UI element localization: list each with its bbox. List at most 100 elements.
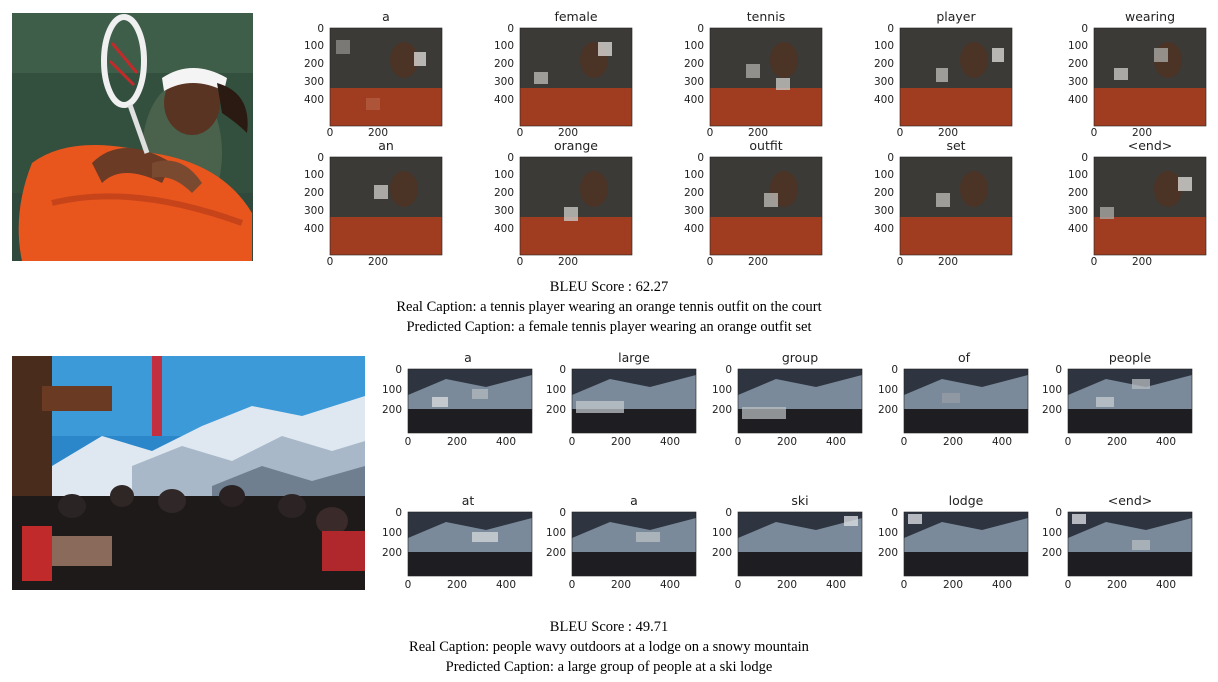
attention-panel: a 0 100 200 0 200 400: [540, 492, 700, 596]
y-tick: 300: [1068, 76, 1088, 88]
tennis-photo: [12, 13, 253, 261]
x-tick: 0: [901, 436, 908, 448]
panel-word: an: [378, 138, 394, 153]
attention-panel: ski 0 100 200 0 200 400: [706, 492, 866, 596]
x-tick: 200: [943, 436, 963, 448]
x-tick: 0: [569, 436, 576, 448]
bleu-score: BLEU Score : 49.71: [549, 619, 669, 635]
attention-panel: large 0 100 200 0 200 400: [540, 349, 700, 453]
y-tick: 100: [1068, 40, 1088, 52]
x-tick: 0: [897, 256, 904, 268]
y-tick: 0: [725, 364, 732, 376]
y-tick: 0: [891, 364, 898, 376]
y-tick: 100: [878, 384, 898, 396]
y-tick: 400: [874, 223, 894, 235]
panel-word: ski: [791, 493, 808, 508]
y-tick: 300: [494, 205, 514, 217]
y-tick: 200: [878, 404, 898, 416]
attention-panel: <end> 0 100 200 0 200 400: [1036, 492, 1196, 596]
y-tick: 300: [684, 76, 704, 88]
y-tick: 400: [494, 94, 514, 106]
ski-lodge-photo: [12, 356, 365, 590]
x-tick: 200: [558, 256, 578, 268]
bleu-score: BLEU Score : 62.27: [549, 279, 669, 295]
y-tick: 400: [874, 94, 894, 106]
x-tick: 400: [1156, 579, 1176, 591]
attention-panel: orange 0 100 200 300 400 0 200: [486, 137, 642, 268]
attention-panel: at 0 100 200 0 200 400: [376, 492, 536, 596]
y-tick: 200: [874, 58, 894, 70]
x-tick: 0: [405, 436, 412, 448]
x-tick: 200: [938, 127, 958, 139]
y-tick: 100: [684, 40, 704, 52]
y-tick: 0: [1055, 364, 1062, 376]
y-tick: 100: [494, 40, 514, 52]
y-tick: 400: [684, 223, 704, 235]
y-tick: 200: [494, 187, 514, 199]
caption-block: BLEU Score : 62.27 Real Caption: a tenni…: [0, 277, 1218, 337]
y-tick: 200: [1068, 58, 1088, 70]
y-tick: 0: [395, 364, 402, 376]
y-tick: 0: [559, 364, 566, 376]
y-tick: 100: [382, 384, 402, 396]
x-tick: 400: [826, 436, 846, 448]
y-tick: 0: [395, 507, 402, 519]
y-tick: 0: [1081, 23, 1088, 35]
y-tick: 0: [887, 23, 894, 35]
attention-panel: female 0 100 200 300 400 0 200: [486, 8, 642, 139]
x-tick: 0: [327, 256, 334, 268]
attention-panel: an 0 100 200 300 400 0 200: [296, 137, 452, 268]
x-tick: 200: [748, 127, 768, 139]
y-tick: 100: [1042, 527, 1062, 539]
x-tick: 0: [1091, 127, 1098, 139]
attention-panel: set 0 100 200 300 400 0 200: [866, 137, 1022, 268]
x-tick: 200: [447, 436, 467, 448]
x-tick: 0: [405, 579, 412, 591]
y-tick: 300: [684, 205, 704, 217]
panel-word: lodge: [949, 493, 984, 508]
x-tick: 200: [1132, 127, 1152, 139]
x-tick: 0: [327, 127, 334, 139]
y-tick: 400: [304, 223, 324, 235]
attention-panel: <end> 0 100 200 300 400 0 200: [1058, 137, 1214, 268]
y-tick: 100: [1042, 384, 1062, 396]
x-tick: 200: [611, 436, 631, 448]
y-tick: 100: [494, 169, 514, 181]
panel-word: player: [936, 9, 976, 24]
y-tick: 300: [1068, 205, 1088, 217]
y-tick: 200: [1068, 187, 1088, 199]
panel-word: a: [630, 493, 638, 508]
y-tick: 100: [546, 527, 566, 539]
x-tick: 200: [368, 127, 388, 139]
attention-panel: tennis 0 100 200 300 400 0 200: [676, 8, 832, 139]
panel-word: outfit: [749, 138, 782, 153]
panel-word: <end>: [1128, 138, 1173, 153]
panel-word: of: [958, 350, 971, 365]
x-tick: 400: [496, 436, 516, 448]
y-tick: 0: [317, 23, 324, 35]
predicted-caption: Predicted Caption: a large group of peop…: [445, 659, 773, 675]
attention-panel: lodge 0 100 200 0 200 400: [872, 492, 1032, 596]
panel-word: female: [554, 9, 597, 24]
x-tick: 400: [992, 436, 1012, 448]
x-tick: 0: [735, 436, 742, 448]
x-tick: 200: [558, 127, 578, 139]
y-tick: 200: [304, 187, 324, 199]
attention-panel: group 0 100 200 0 200 400: [706, 349, 866, 453]
x-tick: 0: [1091, 256, 1098, 268]
y-tick: 100: [874, 40, 894, 52]
attention-panel: a 0 100 200 0 200 400: [376, 349, 536, 453]
panel-word: group: [782, 350, 818, 365]
y-tick: 200: [382, 547, 402, 559]
x-tick: 200: [611, 579, 631, 591]
x-tick: 0: [735, 579, 742, 591]
x-tick: 0: [517, 256, 524, 268]
y-tick: 300: [304, 76, 324, 88]
y-tick: 0: [697, 23, 704, 35]
y-tick: 400: [304, 94, 324, 106]
x-tick: 200: [1107, 436, 1127, 448]
real-caption: Real Caption: a tennis player wearing an…: [396, 299, 822, 315]
x-tick: 0: [1065, 436, 1072, 448]
x-tick: 400: [660, 436, 680, 448]
panel-word: people: [1109, 350, 1152, 365]
